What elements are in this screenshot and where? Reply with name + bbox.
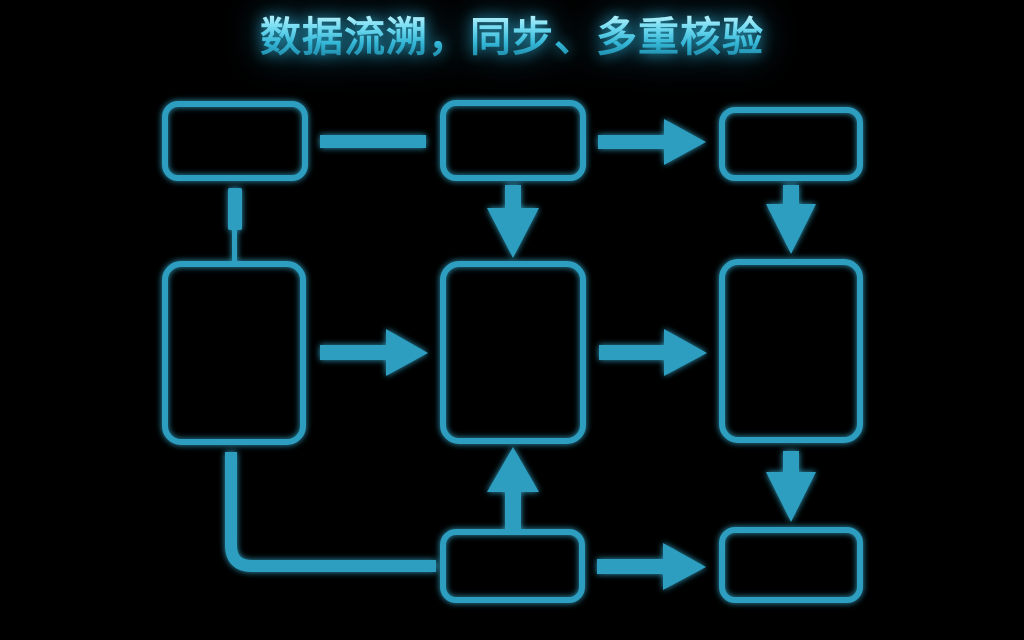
connector-arrow-middle-right-to-bottom-right — [766, 451, 816, 522]
connector-top-left-to-top-center — [320, 135, 426, 148]
connector-elbow-middle-left-to-bottom-center — [225, 452, 436, 572]
node-box-bottom-right[interactable] — [719, 527, 863, 603]
node-box-middle-left[interactable] — [162, 261, 306, 445]
connector-arrow-top-right-to-middle-right — [766, 185, 816, 254]
connector-arrow-middle-center-to-middle-right — [599, 329, 707, 376]
connector-arrow-bottom-center-to-middle-center — [487, 447, 539, 530]
connector-arrow-bottom-center-to-bottom-right — [597, 543, 706, 590]
node-box-middle-right[interactable] — [719, 259, 863, 443]
connector-arrow-top-center-to-top-right — [598, 119, 706, 165]
node-box-bottom-center[interactable] — [440, 529, 585, 603]
connector-arrow-middle-left-to-middle-center — [320, 329, 428, 376]
connector-top-left-to-middle-left — [228, 188, 242, 264]
node-box-middle-center[interactable] — [440, 261, 586, 444]
connector-arrow-top-center-to-middle-center — [487, 185, 539, 258]
node-box-top-center[interactable] — [440, 100, 586, 181]
node-box-top-left[interactable] — [162, 101, 308, 181]
node-box-top-right[interactable] — [719, 107, 863, 181]
